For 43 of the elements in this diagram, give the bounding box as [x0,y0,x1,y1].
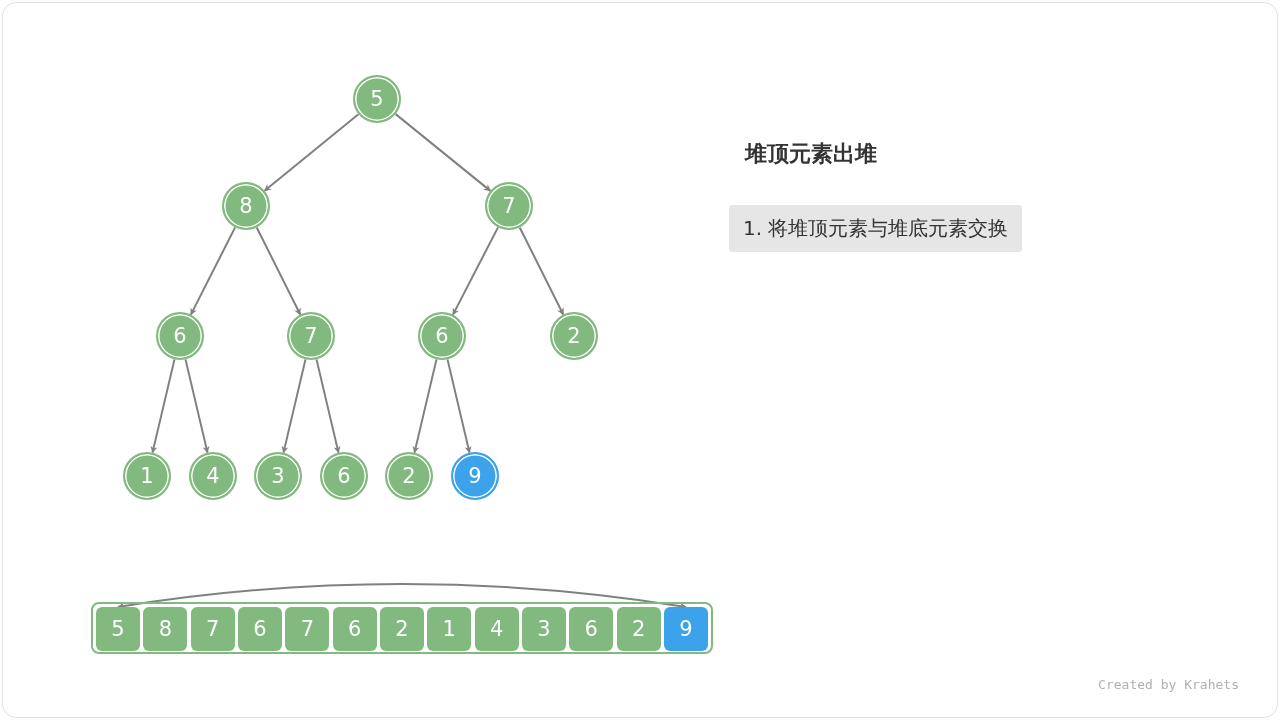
array-element: 5 [96,607,140,651]
array-element: 1 [427,607,472,651]
step-note: 1. 将堆顶元素与堆底元素交换 [729,205,1023,252]
tree-node-circle: 9 [451,452,499,500]
arrow [117,583,687,610]
arrow [255,226,302,316]
arrow [394,113,492,192]
array-element: 4 [474,607,519,651]
tree-node-circle: 8 [222,182,270,230]
arrow [281,358,307,454]
array-element: 8 [143,607,188,651]
tree-node-circle: 6 [320,452,368,500]
tree-node-circle: 2 [550,312,598,360]
arrow [315,358,341,454]
tree-node-circle: 3 [254,452,302,500]
arrow [150,358,176,454]
tree-node-circle: 2 [385,452,433,500]
arrow [446,358,472,454]
array-element: 2 [379,607,424,651]
array-element: 6 [238,607,282,651]
array-frame [91,602,713,654]
array-element: 3 [521,607,566,651]
arrow [263,113,360,192]
tree-node-circle: 4 [189,452,237,500]
credit-text: Created by Krahets [1098,677,1239,692]
arrow [452,226,499,316]
tree-node-circle: 7 [485,182,533,230]
arrow [184,358,210,454]
arrow [518,226,565,316]
array-element: 6 [332,607,377,651]
tree-node-circle: 5 [353,75,401,123]
tree-node-circle: 6 [418,312,466,360]
array-element: 7 [285,607,330,651]
array-element: 6 [569,607,614,651]
arrow [412,358,438,454]
arrow [189,226,237,316]
tree-node-circle: 6 [156,312,204,360]
array-element: 9 [663,607,708,651]
tree-node-circle: 1 [123,452,171,500]
heading: 堆顶元素出堆 [745,140,877,168]
tree-node-circle: 7 [287,312,335,360]
array-element: 7 [190,607,235,651]
array-element: 2 [616,607,661,651]
